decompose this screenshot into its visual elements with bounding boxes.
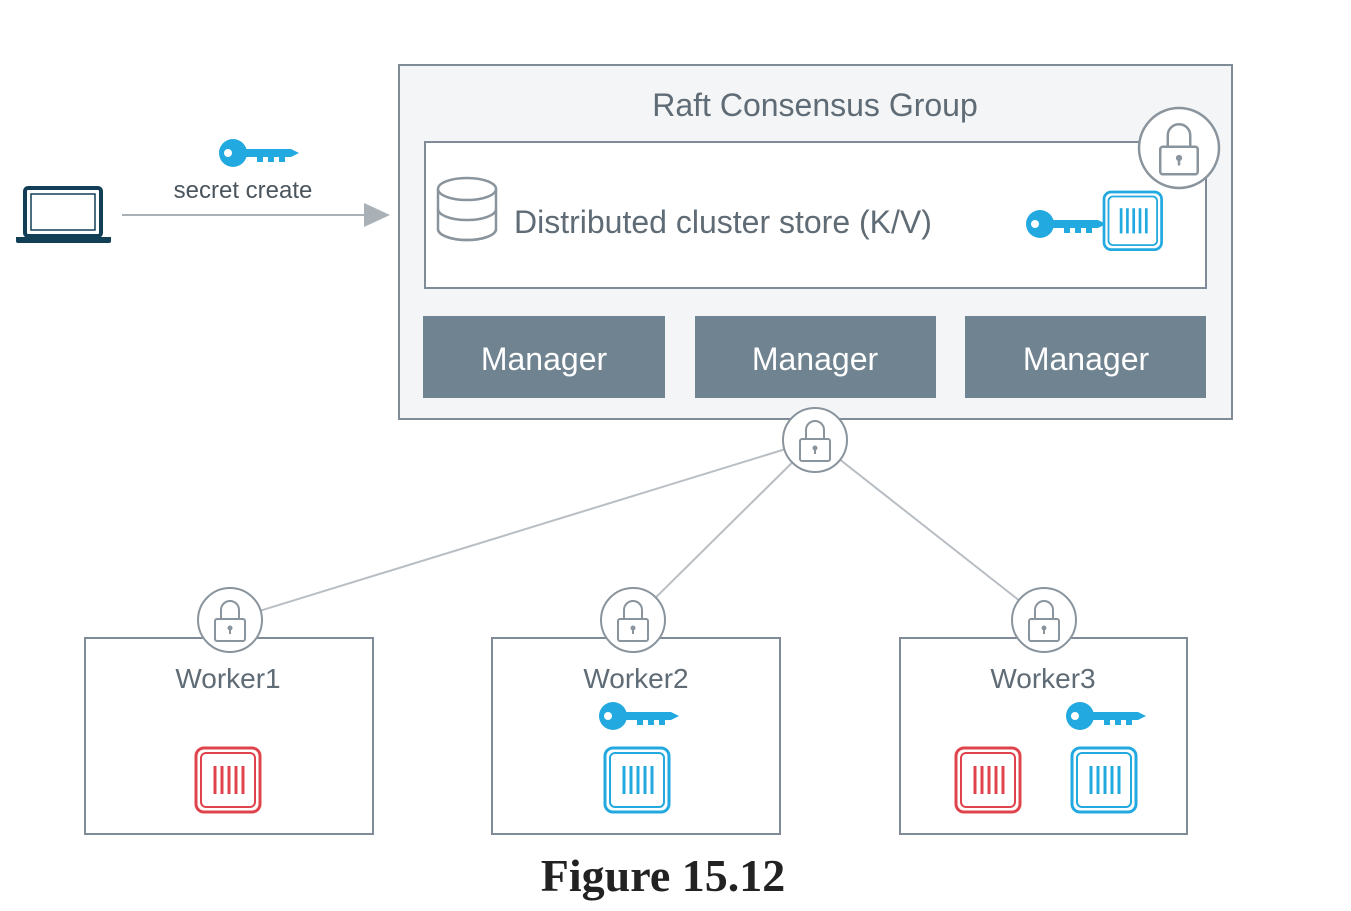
- worker-name: Worker1: [175, 663, 280, 694]
- lock-icon: [782, 407, 848, 473]
- tls-connection-lines: [229, 439, 1045, 621]
- svg-text:Manager: Manager: [752, 341, 879, 377]
- secret-create-arrow: [122, 203, 390, 227]
- container-icon: [1102, 190, 1163, 251]
- manager-node: Manager: [695, 316, 936, 398]
- lock-icon: [600, 587, 666, 653]
- key-icon: [219, 139, 299, 167]
- container-icon: [954, 746, 1022, 814]
- secret-create-label: secret create: [174, 177, 313, 204]
- manager-node: Manager: [965, 316, 1206, 398]
- svg-text:Manager: Manager: [481, 341, 608, 377]
- container-icon: [194, 746, 262, 814]
- container-icon: [603, 746, 671, 814]
- lock-icon: [1137, 106, 1221, 190]
- container-icon: [1070, 746, 1138, 814]
- worker-name: Worker3: [990, 663, 1095, 694]
- distributed-store-label: Distributed cluster store (K/V): [514, 204, 932, 240]
- svg-text:Manager: Manager: [1023, 341, 1150, 377]
- distributed-store-box: [424, 141, 1207, 289]
- lock-icon: [1011, 587, 1077, 653]
- figure-caption: Figure 15.12: [541, 850, 785, 901]
- worker-name: Worker2: [583, 663, 688, 694]
- database-icon: [436, 176, 498, 242]
- laptop-icon: [16, 186, 111, 243]
- worker-node: [899, 637, 1188, 835]
- lock-icon: [197, 587, 263, 653]
- raft-group-title: Raft Consensus Group: [652, 87, 978, 123]
- manager-node: Manager: [423, 316, 665, 398]
